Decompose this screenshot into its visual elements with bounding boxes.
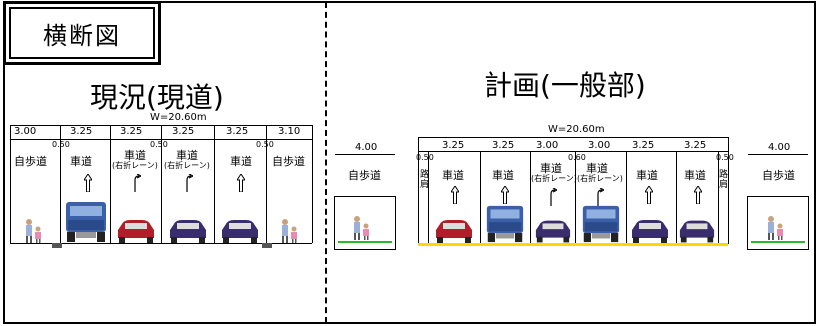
page-title: 横断図 (9, 7, 155, 59)
plan-boundary (728, 137, 729, 244)
straight-arrow-icon (645, 186, 653, 204)
pedestrian-icon (282, 219, 297, 243)
curb (262, 243, 272, 248)
diagram-frame (3, 1, 816, 324)
right-turn-arrow-icon (550, 188, 557, 206)
grass-strip (338, 241, 392, 243)
car-icon (632, 220, 668, 243)
current-lane-label-2: 車道 (70, 155, 92, 168)
current-sub-width-2: 0.50 (150, 140, 168, 149)
right-turn-arrow-icon (134, 174, 141, 192)
car-icon (118, 220, 154, 243)
plan-boundary (575, 151, 576, 244)
title-box: 横断図 (3, 1, 161, 65)
plan-left-width: 4.00 (355, 142, 378, 153)
plan-left-label: 自歩道 (348, 169, 381, 182)
current-sub-width-3: 0.50 (256, 140, 274, 149)
current-lane-note-1: (右折レーン) (112, 161, 158, 170)
plan-section-title: 計画(一般部) (484, 69, 646, 102)
current-width-3: 3.25 (120, 126, 143, 137)
plan-right-label: 自歩道 (762, 169, 795, 182)
plan-total-width: W=20.60m (548, 124, 605, 135)
current-width-1: 3.00 (14, 126, 37, 137)
current-boundary (266, 125, 267, 243)
straight-arrow-icon (237, 174, 245, 192)
right-turn-arrow-icon (186, 174, 193, 192)
current-boundary (110, 125, 111, 243)
plan-shoulder-right: 路肩 (719, 170, 729, 190)
pedestrian-icon (354, 216, 369, 240)
pedestrian-icon (768, 216, 783, 240)
right-turn-arrow-icon (597, 188, 604, 206)
current-width-2: 3.25 (70, 126, 93, 137)
plan-right-dimension (748, 154, 808, 155)
plan-lane-note-1: (右折レーン) (531, 174, 577, 183)
plan-dimension-line (418, 137, 728, 138)
grass-strip (751, 241, 805, 243)
current-boundary (161, 125, 162, 243)
plan-left-dimension (335, 154, 395, 155)
plan-sub-width-1: 0.50 (416, 153, 434, 162)
current-boundary (60, 125, 61, 243)
curb (52, 243, 62, 248)
current-lane-label-3: 車道 (124, 149, 146, 162)
current-lane-label-1: 自歩道 (14, 155, 47, 168)
current-lane-note-2: (右折レーン) (164, 161, 210, 170)
truck-icon (486, 205, 524, 243)
plan-right-width: 4.00 (768, 142, 791, 153)
car-icon (222, 220, 258, 243)
plan-boundary (676, 151, 677, 244)
plan-sub-width-3: 0.50 (716, 153, 734, 162)
pedestrian-icon (26, 219, 41, 243)
plan-boundary (718, 151, 719, 244)
plan-sub-width-2: 0.60 (568, 153, 586, 162)
current-section-title: 現況(現道) (90, 81, 224, 114)
straight-arrow-icon (501, 186, 509, 204)
straight-arrow-icon (451, 186, 459, 204)
plan-shoulder-left: 路肩 (420, 170, 430, 190)
car-icon (170, 220, 206, 243)
plan-width-2: 3.25 (492, 140, 515, 151)
plan-boundary (626, 151, 627, 244)
current-width-6: 3.10 (278, 126, 301, 137)
plan-boundary (428, 151, 429, 244)
plan-width-5: 3.25 (632, 140, 655, 151)
car-icon (535, 220, 571, 243)
plan-lane-label-4: 車道 (586, 162, 608, 175)
curb-line (418, 243, 728, 246)
current-boundary (312, 125, 313, 243)
plan-boundary (480, 151, 481, 244)
section-divider (325, 2, 327, 323)
truck-icon (582, 205, 620, 243)
plan-boundary (530, 151, 531, 244)
car-icon (436, 220, 472, 243)
plan-boundary (418, 137, 419, 244)
current-lane-label-5: 車道 (230, 155, 252, 168)
plan-dimension-line-lower (418, 151, 728, 152)
plan-lane-label-5: 車道 (636, 169, 658, 182)
plan-lane-note-2: (右折レーン) (577, 174, 623, 183)
plan-width-3: 3.00 (536, 140, 559, 151)
current-ground-line (10, 243, 312, 244)
current-width-5: 3.25 (226, 126, 249, 137)
plan-lane-label-2: 車道 (492, 169, 514, 182)
current-lane-label-6: 自歩道 (272, 155, 305, 168)
plan-lane-label-3: 車道 (540, 162, 562, 175)
straight-arrow-icon (84, 174, 92, 192)
current-boundary (214, 125, 215, 243)
plan-lane-label-6: 車道 (684, 169, 706, 182)
current-total-width: W=20.60m (150, 112, 207, 123)
current-lane-label-4: 車道 (176, 149, 198, 162)
plan-width-6: 3.25 (684, 140, 707, 151)
current-width-4: 3.25 (172, 126, 195, 137)
car-icon (679, 220, 715, 243)
truck-icon (66, 202, 106, 242)
current-boundary (10, 125, 11, 243)
plan-lane-label-1: 車道 (442, 169, 464, 182)
straight-arrow-icon (694, 186, 702, 204)
plan-width-4: 3.00 (588, 140, 611, 151)
plan-width-1: 3.25 (442, 140, 465, 151)
